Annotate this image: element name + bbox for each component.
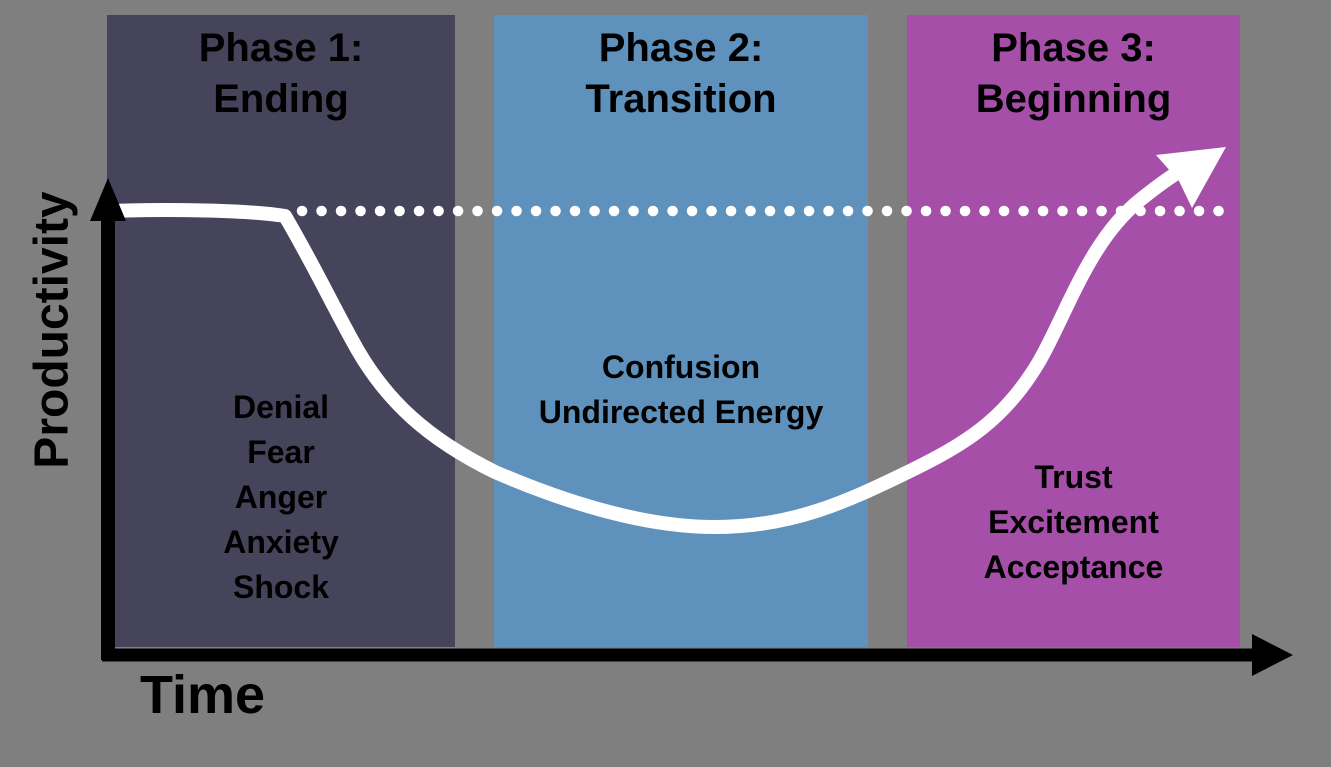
phase-1-emotion-list: Denial Fear Anger Anxiety Shock bbox=[107, 385, 455, 610]
phase-2-emotion-list: Confusion Undirected Energy bbox=[494, 345, 868, 435]
emotion-label: Trust bbox=[1034, 459, 1113, 495]
phase-2-title: Phase 2: Transition bbox=[494, 23, 868, 125]
emotion-label: Acceptance bbox=[983, 549, 1164, 585]
y-axis-label: Productivity bbox=[25, 191, 79, 469]
phase-3-title: Phase 3: Beginning bbox=[907, 23, 1240, 125]
x-axis-arrowhead-icon bbox=[1252, 634, 1293, 676]
emotion-label: Anxiety bbox=[223, 524, 339, 560]
phase-3-title-line2: Beginning bbox=[975, 77, 1172, 121]
emotion-label: Excitement bbox=[988, 504, 1159, 540]
emotion-label: Shock bbox=[232, 569, 330, 605]
phase-2-band: Phase 2: Transition Confusion Undirected… bbox=[494, 15, 868, 647]
emotion-label: Undirected Energy bbox=[538, 394, 824, 430]
x-axis-label: Time bbox=[140, 665, 266, 725]
phase-1-title-line2: Ending bbox=[213, 77, 349, 121]
phase-1-title: Phase 1: Ending bbox=[107, 23, 455, 125]
phase-3-band: Phase 3: Beginning Trust Excitement Acce… bbox=[907, 15, 1240, 647]
phase-1-band: Phase 1: Ending Denial Fear Anger Anxiet… bbox=[107, 15, 455, 647]
phase-2-title-line1: Phase 2: bbox=[598, 26, 764, 70]
emotion-label: Anger bbox=[234, 479, 328, 515]
emotion-label: Denial bbox=[232, 389, 330, 425]
phase-1-title-line1: Phase 1: bbox=[198, 26, 364, 70]
emotion-label: Fear bbox=[247, 434, 315, 470]
phase-2-title-line2: Transition bbox=[585, 77, 777, 121]
phase-3-title-line1: Phase 3: bbox=[991, 26, 1156, 70]
phase-3-emotion-list: Trust Excitement Acceptance bbox=[907, 455, 1240, 590]
emotion-label: Confusion bbox=[601, 349, 761, 385]
